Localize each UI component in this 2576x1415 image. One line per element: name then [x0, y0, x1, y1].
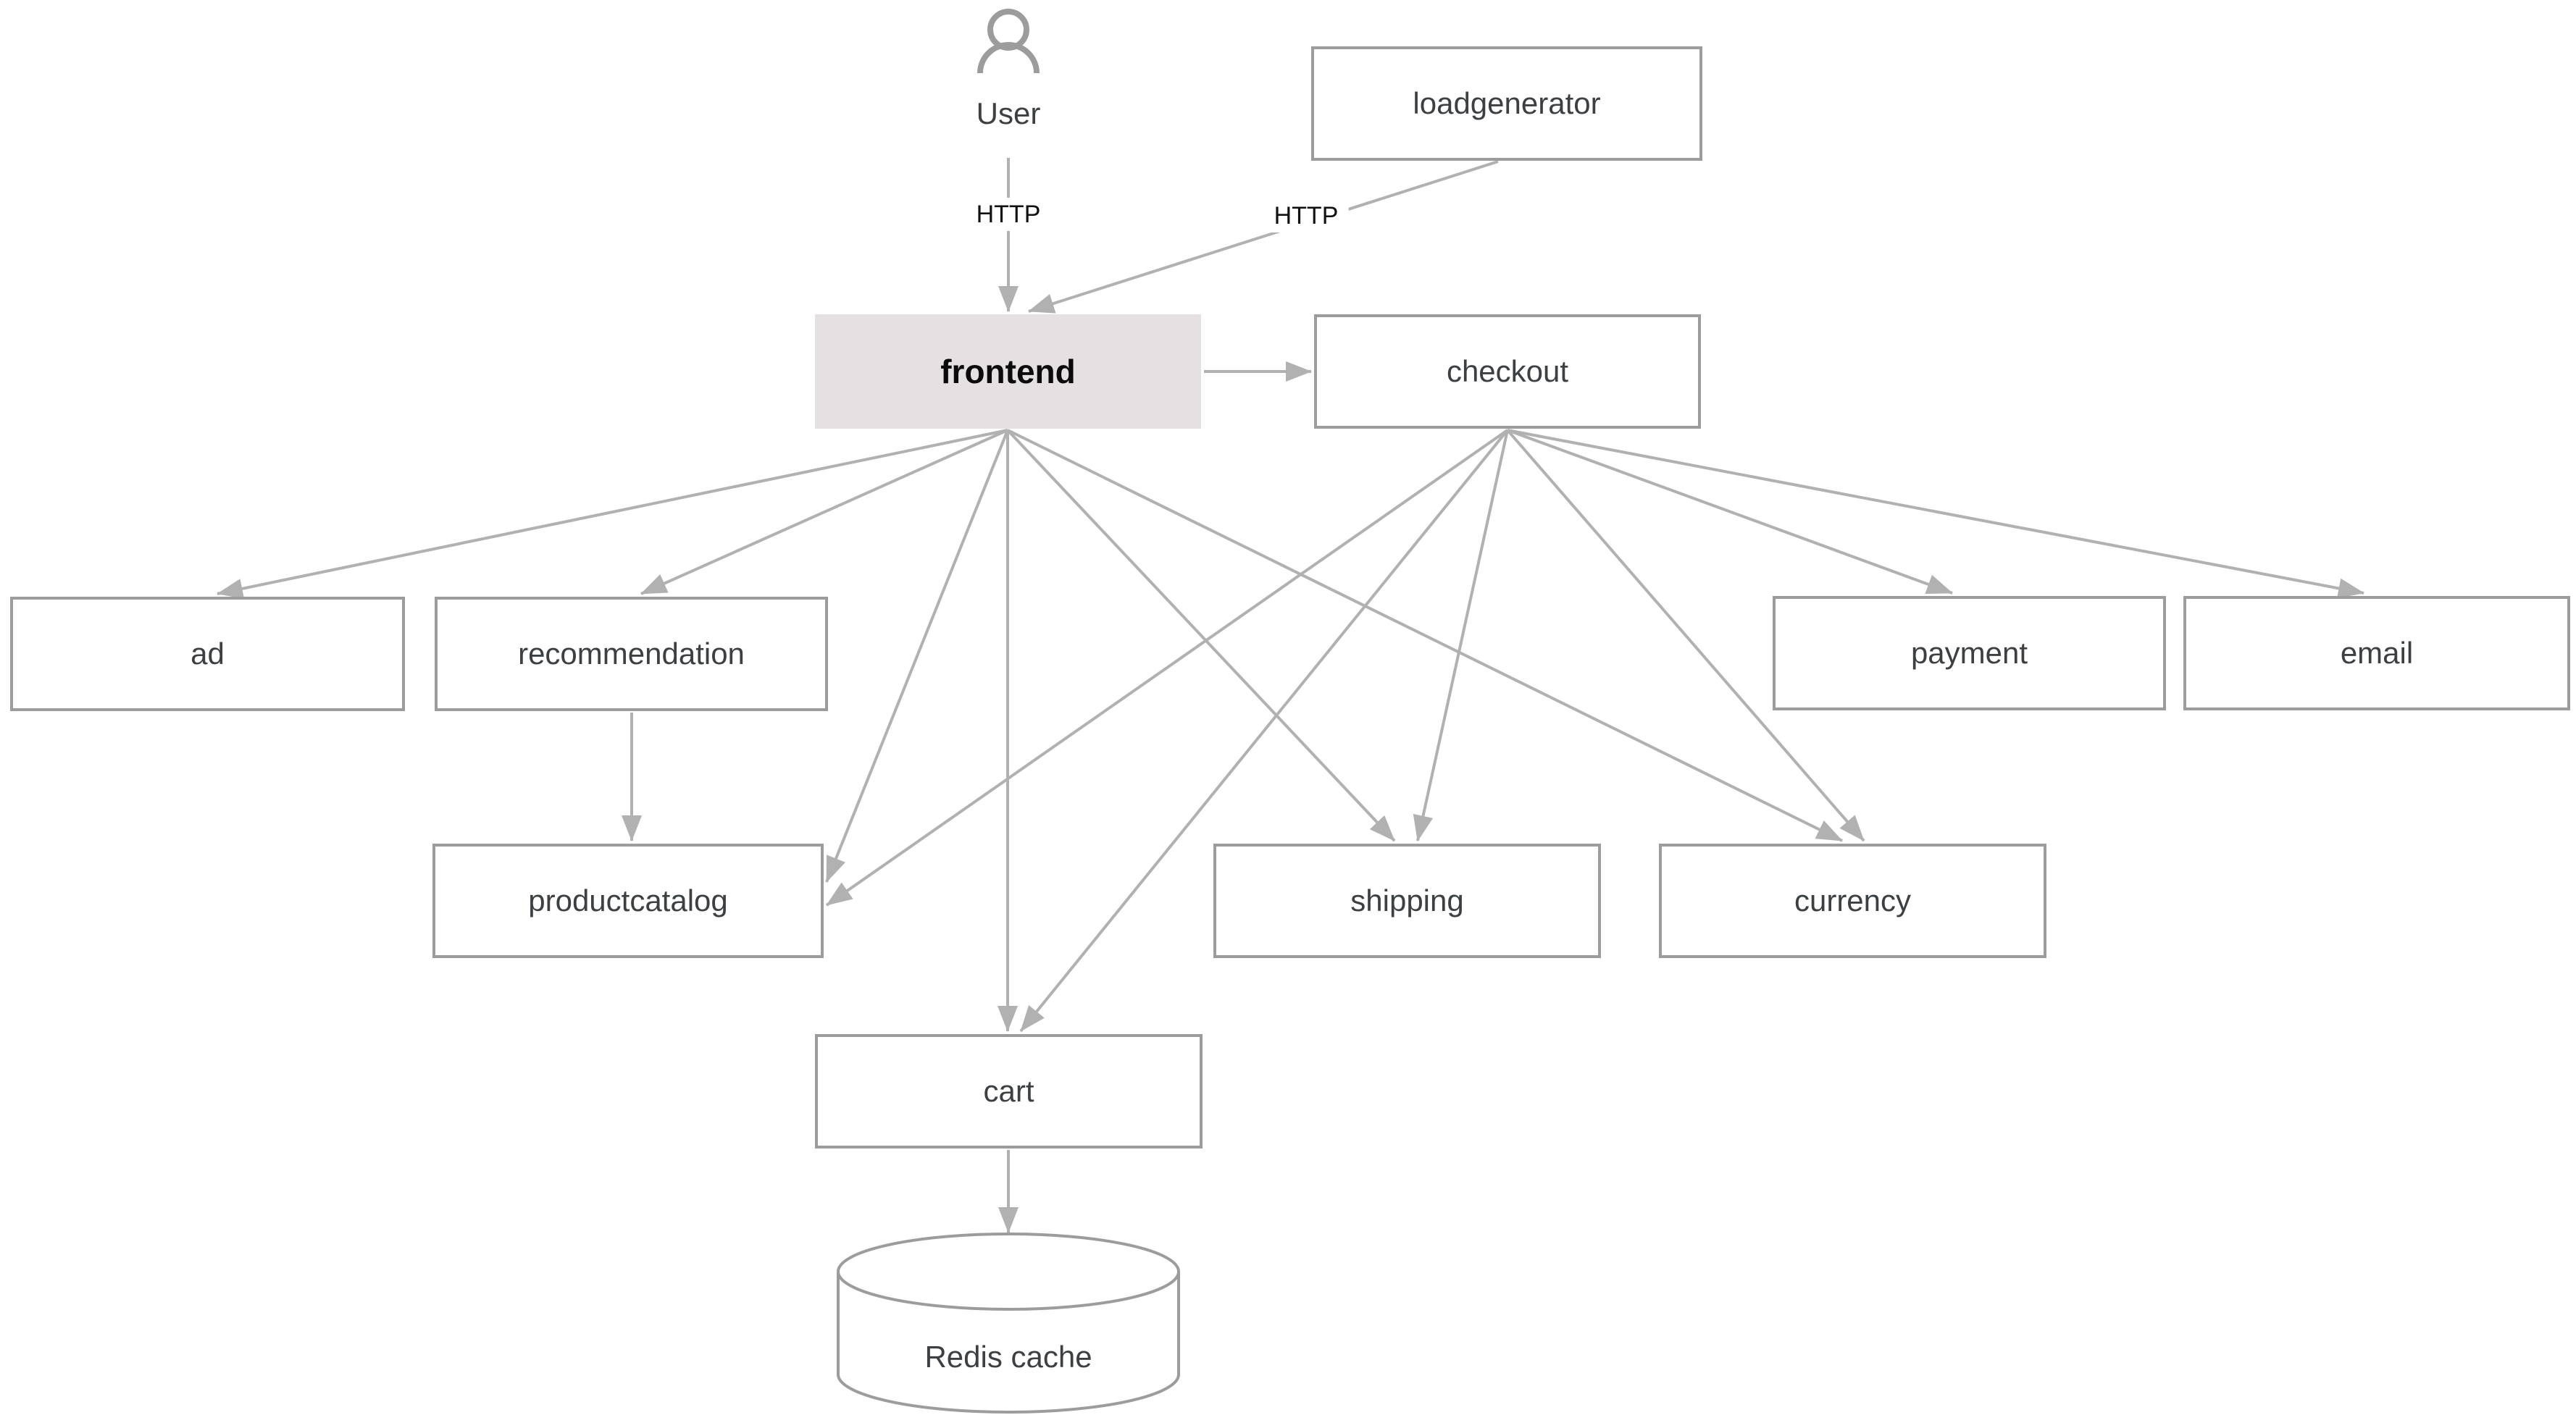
edge-loadgenerator-frontend	[1028, 160, 1499, 314]
node-productcatalog: productcatalog	[432, 844, 824, 958]
user-actor-label: User	[976, 96, 1041, 130]
edge-label-loadgenerator-http: HTTP	[1263, 199, 1349, 232]
node-cart: cart	[815, 1034, 1203, 1149]
node-checkout: checkout	[1314, 314, 1701, 429]
node-email: email	[2183, 596, 2570, 710]
edge-frontend-currency	[1007, 429, 1843, 842]
edge-checkout-currency	[1506, 429, 1865, 842]
node-frontend: frontend	[815, 314, 1201, 429]
edge-checkout-email	[1507, 429, 2364, 599]
edge-frontend-recommendation	[640, 429, 1008, 595]
node-recommendation: recommendation	[435, 597, 828, 711]
redis-cache-label: Redis cache	[924, 1340, 1092, 1374]
edge-checkout-productcatalog	[825, 429, 1509, 907]
node-ad: ad	[10, 597, 405, 711]
edge-frontend-shipping	[1006, 429, 1396, 842]
edge-checkout-shipping	[1413, 429, 1509, 841]
node-payment: payment	[1773, 596, 2166, 710]
edge-checkout-payment	[1507, 429, 1953, 595]
edge-label-user-http: HTTP	[966, 198, 1051, 231]
user-icon	[977, 9, 1040, 74]
edge-frontend-ad	[217, 429, 1008, 599]
node-loadgenerator: loadgenerator	[1311, 46, 1702, 161]
node-shipping: shipping	[1213, 844, 1601, 958]
redis-cylinder	[837, 1233, 1180, 1414]
edge-frontend-productcatalog	[825, 429, 1009, 883]
node-currency: currency	[1659, 844, 2046, 958]
edge-checkout-cart	[1019, 429, 1509, 1033]
